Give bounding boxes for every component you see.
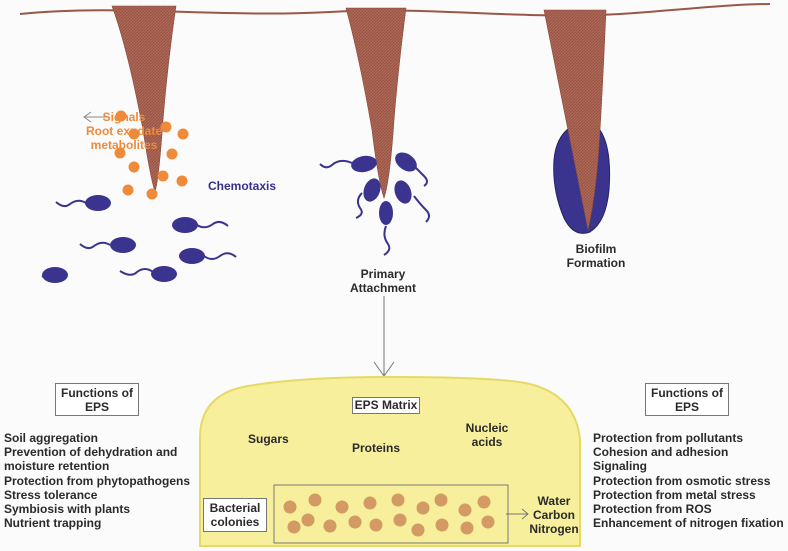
list-item: Cohesion and adhesion xyxy=(593,445,729,460)
list-item: Protection from osmotic stress xyxy=(593,473,771,488)
right-functions-list: Protection from pollutants Cohesion and … xyxy=(593,431,784,530)
list-item: Nutrient trapping xyxy=(4,516,102,531)
root-tip-middle xyxy=(345,7,407,199)
chemotactic-bacteria xyxy=(41,199,237,279)
list-item: Soil aggregation xyxy=(4,431,99,445)
root-tip-right xyxy=(543,9,607,231)
bacterium xyxy=(42,267,68,283)
colony-cells xyxy=(283,493,495,537)
list-item: Protection from phytopathogens xyxy=(4,473,190,488)
nitrogen-label: Nitrogen xyxy=(529,522,579,536)
signal-molecules xyxy=(114,110,189,200)
biofilm-label: Biofilm xyxy=(575,242,617,256)
list-item: Enhancement of nitrogen fixation xyxy=(593,516,784,531)
signals-label: Signals xyxy=(102,110,146,124)
list-item: Prevention of dehydration and xyxy=(4,445,178,460)
bacterium xyxy=(110,237,136,253)
attached-bacteria xyxy=(319,152,430,256)
list-item: Signaling xyxy=(593,459,647,474)
acids-label: acids xyxy=(471,435,503,449)
list-item: Protection from pollutants xyxy=(593,431,743,445)
bacterial-colonies-label: Bacterial colonies xyxy=(203,498,267,532)
metabolites-label: metabolites xyxy=(90,138,158,152)
right-functions-title: Functions of EPS xyxy=(645,383,729,416)
bacterium xyxy=(85,195,111,211)
left-functions-title: Functions of EPS xyxy=(55,383,139,416)
signals-arrow xyxy=(83,111,109,123)
proteins-label: Proteins xyxy=(352,441,401,455)
list-item: Protection from metal stress xyxy=(593,487,756,502)
list-item: Stress tolerance xyxy=(4,487,98,502)
root-tip-left xyxy=(111,5,177,194)
bacterium xyxy=(151,266,177,282)
down-arrow xyxy=(373,296,395,377)
water-label: Water xyxy=(537,494,571,508)
chemotaxis-label: Chemotaxis xyxy=(208,179,277,193)
eps-matrix-label: EPS Matrix xyxy=(352,397,420,414)
list-item: Symbiosis with plants xyxy=(4,502,131,517)
attachment-label: Attachment xyxy=(349,281,416,295)
list-item: moisture retention xyxy=(4,459,110,474)
root-exudate-label: Root exudate xyxy=(85,124,162,138)
formation-label: Formation xyxy=(566,256,626,270)
output-arrow xyxy=(506,508,529,520)
left-functions-list: Soil aggregation Prevention of dehydrati… xyxy=(4,431,190,530)
primary-label: Primary xyxy=(360,267,406,281)
list-item: Protection from ROS xyxy=(593,502,712,517)
nucleic-label: Nucleic xyxy=(465,421,509,435)
bacterium xyxy=(172,217,198,233)
bacterium xyxy=(179,248,205,264)
sugars-label: Sugars xyxy=(248,432,289,446)
carbon-label: Carbon xyxy=(533,508,575,522)
